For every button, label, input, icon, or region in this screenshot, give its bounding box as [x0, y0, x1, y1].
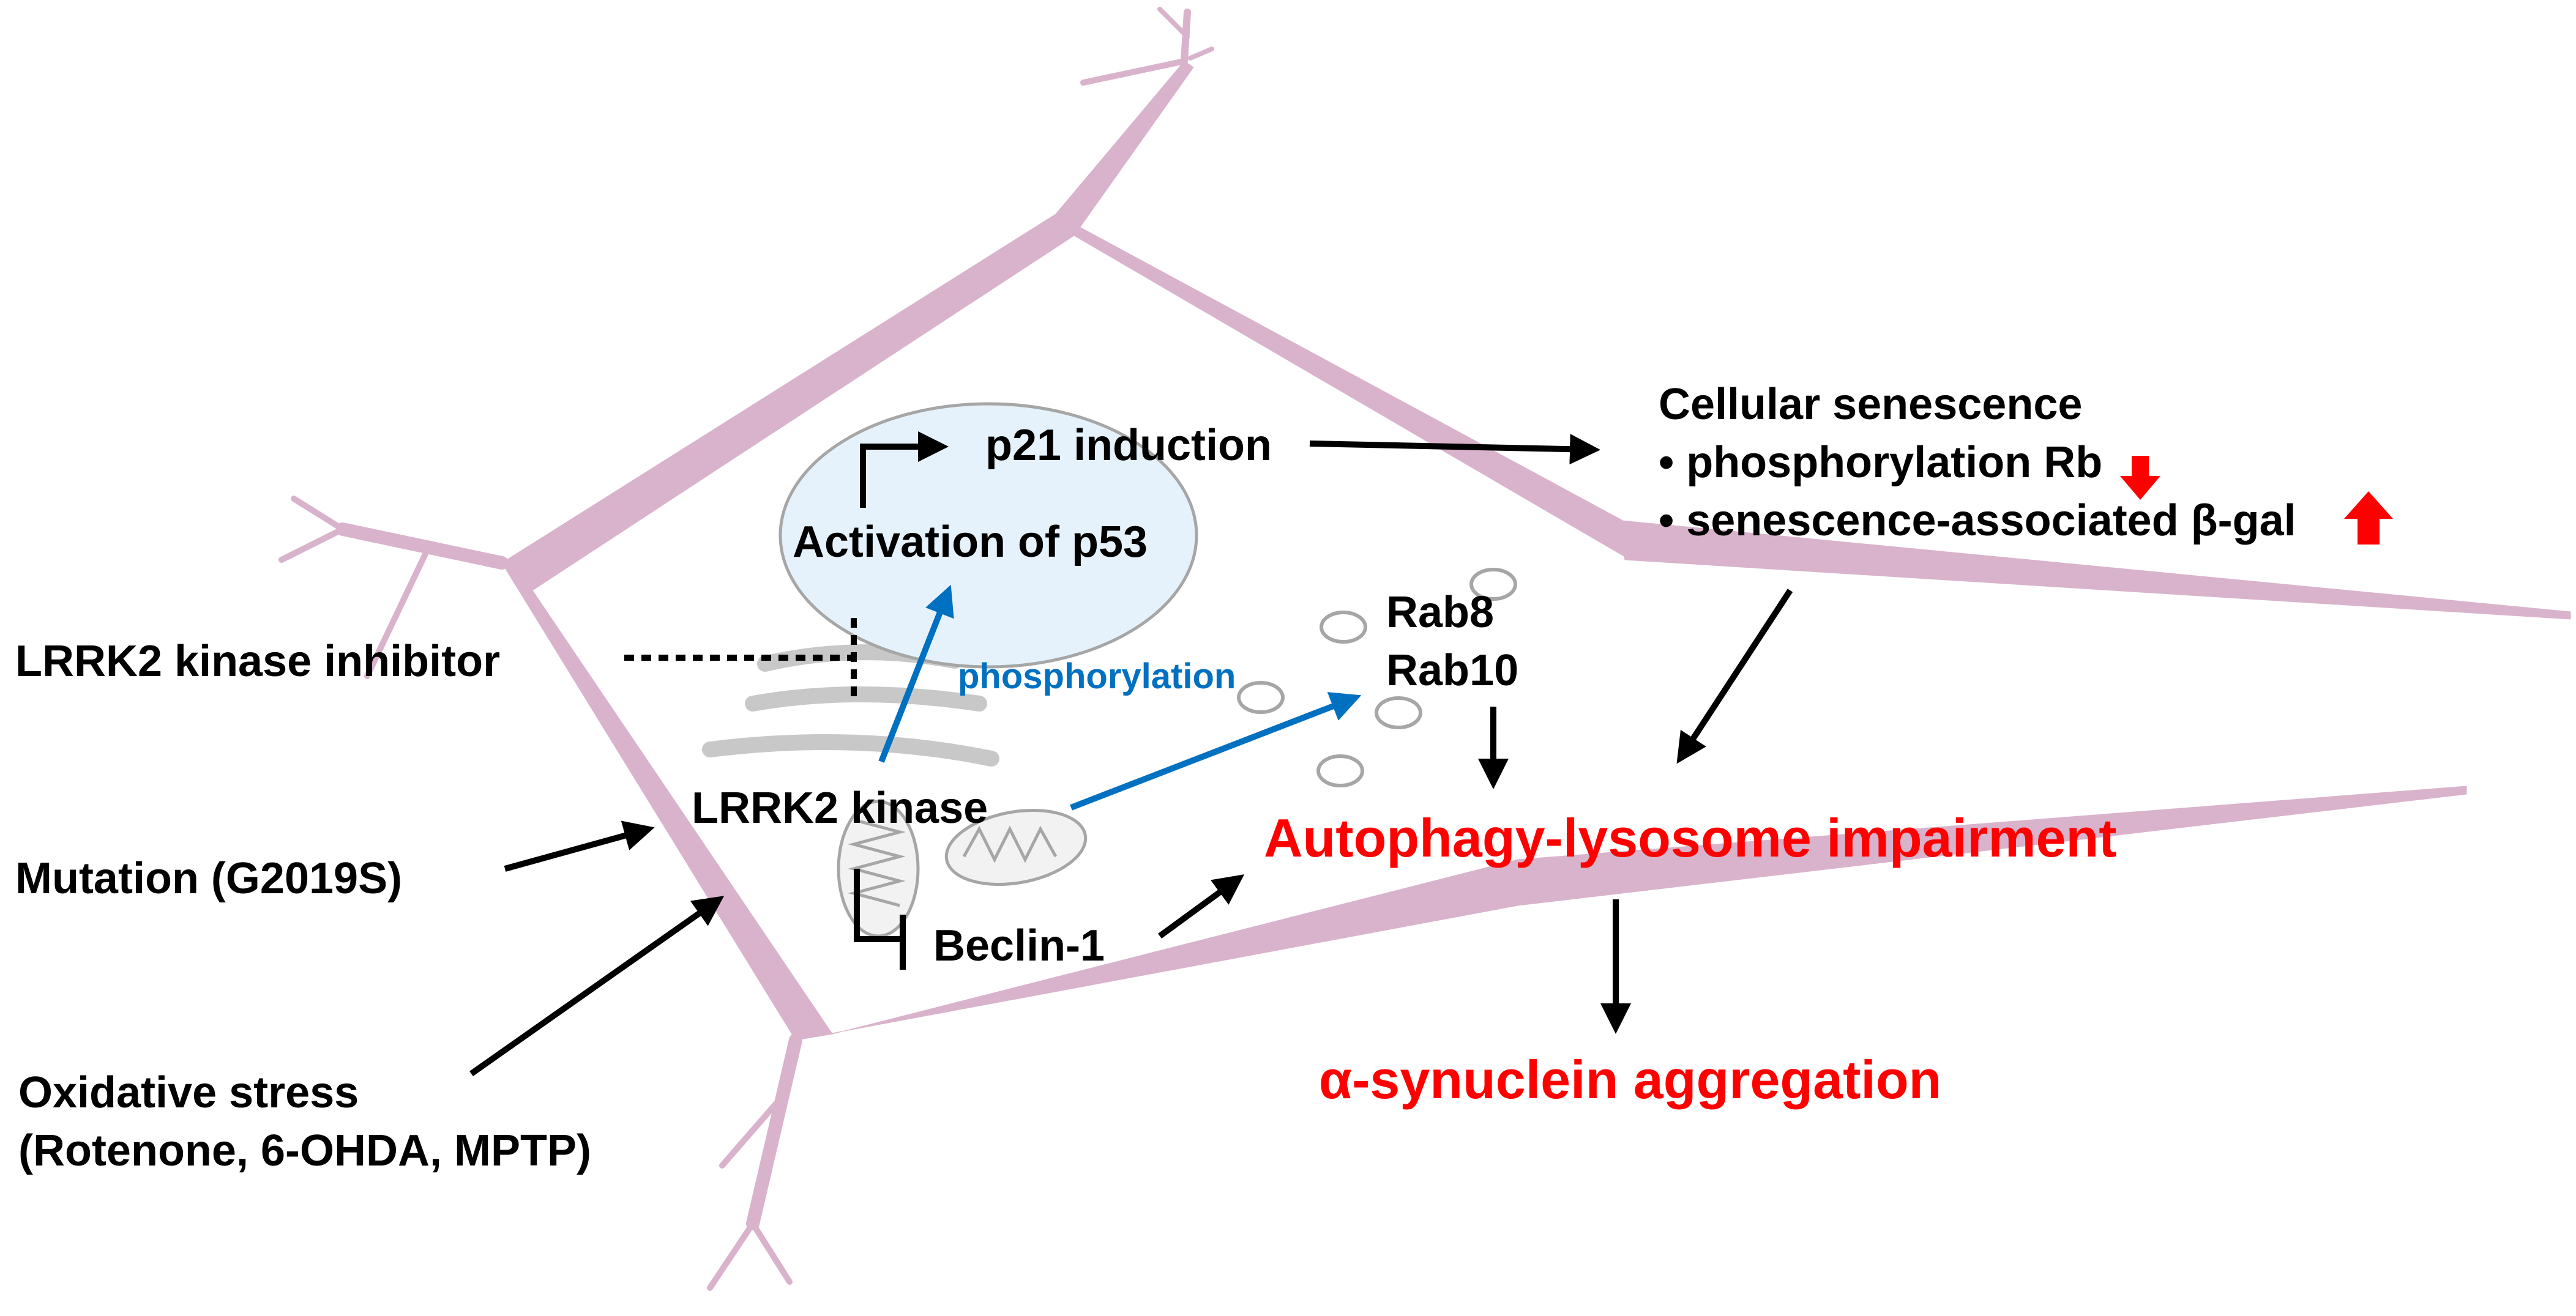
senescence-beta-gal-label: • senescence-associated β-gal [1659, 496, 2296, 545]
arrow-mutation-to-lrrk2 [504, 820, 655, 872]
alpha-synuclein-label: α-synuclein aggregation [1319, 1049, 1941, 1110]
vesicle [1375, 696, 1422, 729]
oxidative-stress-label: Oxidative stress [18, 1068, 359, 1117]
cell-extension-lower-right [1517, 786, 2467, 906]
rab8-label: Rab8 [1386, 588, 1494, 637]
mutation-label: Mutation (G2019S) [15, 854, 402, 903]
phosphorylation-rb-label: • phosphorylation Rb [1659, 438, 2102, 487]
arrow-lrrk2-to-rab [1070, 692, 1362, 811]
vesicle [1316, 754, 1364, 787]
activation-p53-label: Activation of p53 [793, 518, 1148, 567]
vesicle [1469, 568, 1517, 601]
inhibit-lrrk2-to-beclin [854, 869, 906, 970]
nucleus [778, 402, 1198, 669]
mitochondrion-right [944, 808, 1088, 887]
arrows [469, 431, 1793, 1077]
p21-induction-label: p21 induction [985, 421, 1272, 470]
vesicle [1320, 611, 1367, 644]
arrow-p21-to-senescence [1309, 434, 1600, 465]
cell-outline [278, 7, 2571, 1291]
arrow-beclin-to-autophagy [1158, 874, 1245, 939]
rb-down-arrow-icon [2120, 456, 2160, 500]
autophagy-impairment-label: Autophagy-lysosome impairment [1264, 808, 2117, 868]
cell-branch-strokes [278, 7, 1214, 1291]
vesicle [1237, 681, 1285, 714]
lrrk2-kinase-label: LRRK2 kinase [692, 784, 988, 833]
vesicles [1237, 568, 1517, 787]
rab10-label: Rab10 [1386, 646, 1518, 695]
phosphorylation-label: phosphorylation [958, 656, 1236, 696]
arrow-lrrk2-to-p53 [878, 584, 954, 763]
cellular-senescence-title: Cellular senescence [1659, 380, 2082, 429]
oxidative-stress-agents-label: (Rotenone, 6-OHDA, MPTP) [18, 1126, 591, 1175]
golgi-apparatus [702, 644, 999, 767]
arrow-oxidative-to-lrrk2 [469, 896, 725, 1077]
arrow-p53-to-p21 [860, 431, 949, 508]
beta-gal-up-arrow-icon [2344, 491, 2393, 545]
arrow-senescence-to-autophagy [1676, 589, 1793, 764]
beclin1-label: Beclin-1 [933, 921, 1105, 970]
cell-extension-right [1615, 519, 2571, 620]
lrrk2-inhibitor-label: LRRK2 kinase inhibitor [15, 637, 500, 686]
cell-branch-upper [1055, 61, 1194, 236]
blue-arrows [878, 584, 1362, 811]
